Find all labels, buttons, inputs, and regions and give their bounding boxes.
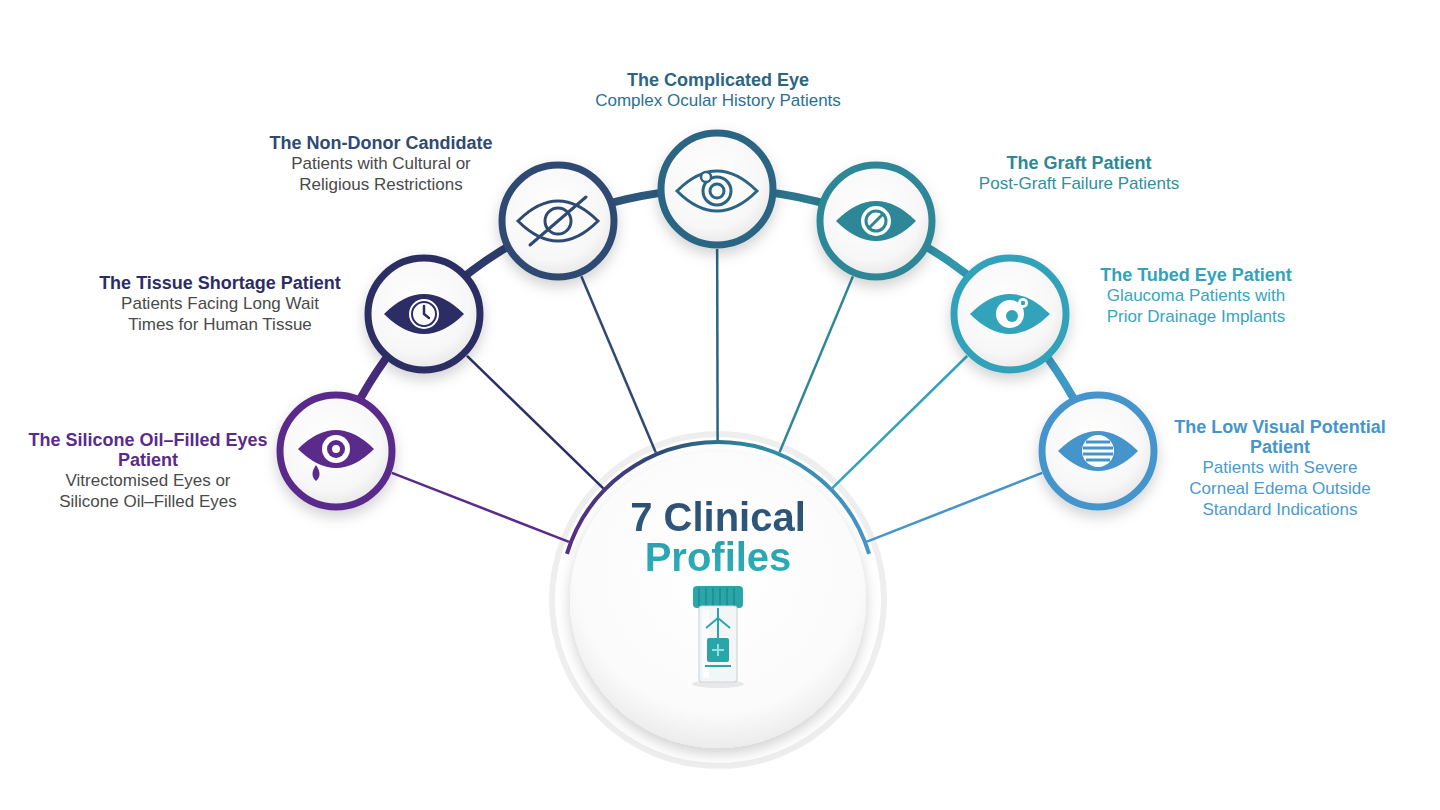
circle-shape [498,161,618,281]
profile-heading: The Non-Donor Candidate [251,133,511,153]
spoke-line [832,356,967,488]
profile-circle: The Tissue Shortage PatientPatients Faci… [364,254,484,374]
profile-description: Glaucoma Patients with Prior Drainage Im… [1096,285,1296,327]
profile-heading: The Tubed Eye Patient [1066,265,1326,285]
profile-circle: The Low Visual Potential PatientPatients… [1038,391,1158,511]
spoke-line [780,276,853,452]
node-label: The Non-Donor CandidatePatients with Cul… [251,133,511,195]
circle-ring [820,165,932,277]
circle-ring [280,395,392,507]
spoke-line [716,249,719,440]
profile-circle: The Non-Donor CandidatePatients with Cul… [498,161,618,281]
profile-description: Patients with Severe Corneal Edema Outsi… [1183,457,1378,520]
profile-circle: The Complicated EyeComplex Ocular Histor… [657,129,777,249]
node-label: The Low Visual Potential PatientPatients… [1165,417,1395,520]
eye-drop-icon [298,430,374,481]
profile-circle: The Tubed Eye PatientGlaucoma Patients w… [950,254,1070,374]
node-label: The Complicated EyeComplex Ocular Histor… [558,70,878,111]
circle-ring [661,133,773,245]
node-label: 7 Clinical Profiles [608,497,828,577]
eye-lines-icon [1058,431,1138,471]
hub-halo [552,434,884,766]
circle-ring [368,258,480,370]
profile-description: Complex Ocular History Patients [558,90,878,111]
eye-complex-icon [677,171,757,211]
hub-title: 7 Clinical Profiles [608,497,828,577]
spoke-line [467,356,603,489]
profile-description: Patients with Cultural or Religious Rest… [281,153,481,195]
profile-description: Post-Graft Failure Patients [929,173,1229,194]
hub-circle: 7 Clinical Profiles [558,440,878,760]
eye-block-icon [836,201,916,241]
profile-description: Vitrectomised Eyes or Silicone Oil–Fille… [46,470,251,512]
eye-tube-icon [970,294,1050,334]
hub-shape [558,440,878,760]
profile-circle: The Graft PatientPost-Graft Failure Pati… [816,161,936,281]
profile-heading: The Low Visual Potential Patient [1165,417,1395,457]
profile-heading: The Tissue Shortage Patient [85,273,355,293]
profile-circle: The Silicone Oil–Filled Eyes PatientVitr… [276,391,396,511]
spoke-line [867,473,1042,542]
hub-disc [570,452,866,748]
circle-ring [954,258,1066,370]
circle-shape [950,254,1070,374]
eye-clock-icon [384,294,464,334]
profile-heading: The Graft Patient [929,153,1229,173]
vial-illustration [692,586,744,688]
circle-shape [364,254,484,374]
circle-shape [816,161,936,281]
profile-heading: The Silicone Oil–Filled Eyes Patient [21,430,276,470]
node-label: The Silicone Oil–Filled Eyes PatientVitr… [21,430,276,512]
circle-shape [1038,391,1158,511]
node-label: The Tubed Eye PatientGlaucoma Patients w… [1066,265,1326,327]
circle-shape [276,391,396,511]
eye-slash-icon [518,197,598,245]
circle-ring [1042,395,1154,507]
profile-heading: The Complicated Eye [558,70,878,90]
node-label: The Graft PatientPost-Graft Failure Pati… [929,153,1229,194]
circle-ring [502,165,614,277]
node-label: The Tissue Shortage PatientPatients Faci… [85,273,355,335]
circle-shape [657,129,777,249]
spoke-line [392,473,569,542]
spoke-line [581,276,655,452]
profile-description: Patients Facing Long Wait Times for Huma… [113,293,328,335]
